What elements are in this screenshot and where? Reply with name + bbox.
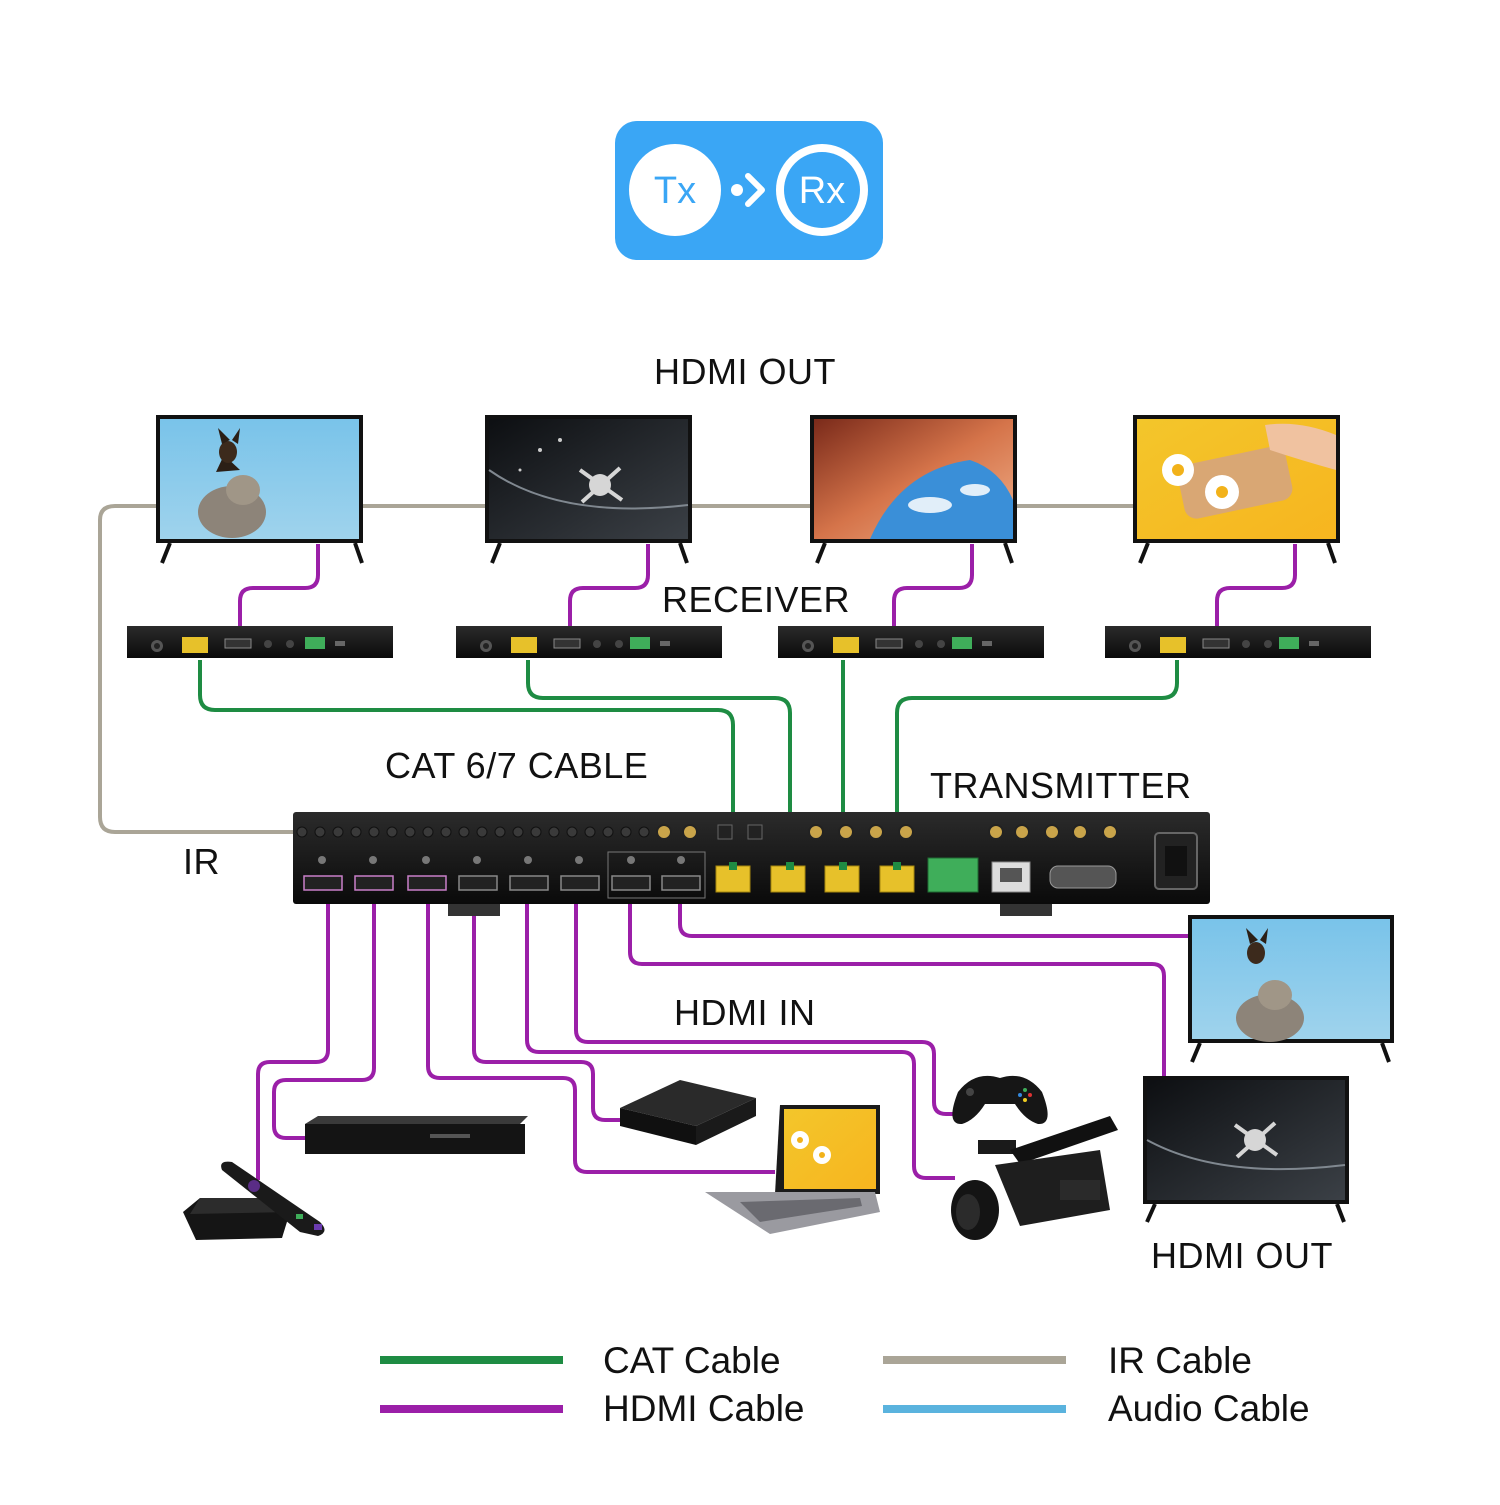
tv-top-1 [156, 415, 364, 564]
receiver-1 [127, 626, 393, 658]
tv-right-1 [1188, 915, 1394, 1063]
remote-control [221, 1161, 325, 1236]
hdmi-cable-in-2 [272, 902, 376, 1140]
label-transmitter: TRANSMITTER [930, 765, 1192, 806]
tv-right-2 [1143, 1076, 1349, 1223]
hdmi-cable-in-5 [525, 902, 955, 1180]
cat-cable-c [198, 660, 735, 870]
receiver-3 [778, 626, 1044, 658]
tx-rx-badge: Tx Rx [615, 121, 883, 260]
tx-circle [629, 144, 721, 236]
legend-hdmi-swatch [380, 1405, 563, 1413]
chevron-right-icon [745, 173, 765, 207]
label-hdmi-out-bottom: HDMI OUT [1151, 1235, 1333, 1276]
legend-cat-swatch [380, 1356, 563, 1364]
legend-audio-label: Audio Cable [1108, 1388, 1310, 1429]
receiver-2 [456, 626, 722, 658]
legend-ir-swatch [883, 1356, 1066, 1364]
label-cat-cable: CAT 6/7 CABLE [385, 745, 649, 786]
cat-cables [198, 660, 1179, 870]
hdmi-input-ports [303, 856, 600, 891]
transmitter [293, 812, 1210, 916]
tv-top-4 [1133, 415, 1340, 564]
cat-plugs [729, 862, 901, 870]
hdmi-cables-top [238, 544, 1297, 628]
ir-cable [98, 504, 1150, 834]
game-controller [952, 1075, 1048, 1125]
cat-cable-d [526, 660, 792, 870]
camcorder [951, 1116, 1118, 1240]
ir-jacks [296, 826, 650, 838]
label-hdmi-out-top: HDMI OUT [654, 351, 836, 392]
label-hdmi-in: HDMI IN [674, 992, 816, 1033]
dvd-player [305, 1116, 528, 1154]
hdbaset-ports [715, 865, 915, 893]
hdmi-cable-in-4 [472, 902, 625, 1122]
hdmi-cable-rx1 [238, 544, 320, 628]
label-ir: IR [183, 841, 220, 882]
tv-top-3 [810, 415, 1017, 564]
laptop [705, 1105, 880, 1234]
legend-ir-label: IR Cable [1108, 1340, 1252, 1381]
hdmi-cables-bottom [256, 902, 1190, 1180]
legend-cat-label: CAT Cable [603, 1340, 781, 1381]
legend-audio-swatch [883, 1405, 1066, 1413]
hdmi-cable-rx3 [892, 544, 974, 628]
badge-rx-label: Rx [799, 170, 845, 212]
hdmi-output-ports [611, 856, 701, 891]
hdmi-cable-in-3 [426, 902, 775, 1174]
cat-cable-f [895, 660, 1179, 870]
hdmi-cable-rx2 [568, 544, 650, 628]
badge-tx-label: Tx [654, 170, 696, 212]
legend-hdmi-label: HDMI Cable [603, 1388, 805, 1429]
hdmi-cable-in-6 [574, 902, 958, 1116]
media-box [620, 1080, 756, 1145]
receiver-4 [1105, 626, 1371, 658]
hdmi-cable-out-b [678, 902, 1190, 938]
hdmi-cable-out-a [628, 902, 1166, 1080]
arrow-dot-icon [731, 184, 743, 196]
audio-jacks [656, 824, 1118, 840]
label-receiver: RECEIVER [662, 579, 851, 620]
tv-top-2 [485, 415, 692, 564]
hdmi-cable-in-1 [256, 902, 330, 1180]
hdmi-cable-rx4 [1215, 544, 1297, 628]
